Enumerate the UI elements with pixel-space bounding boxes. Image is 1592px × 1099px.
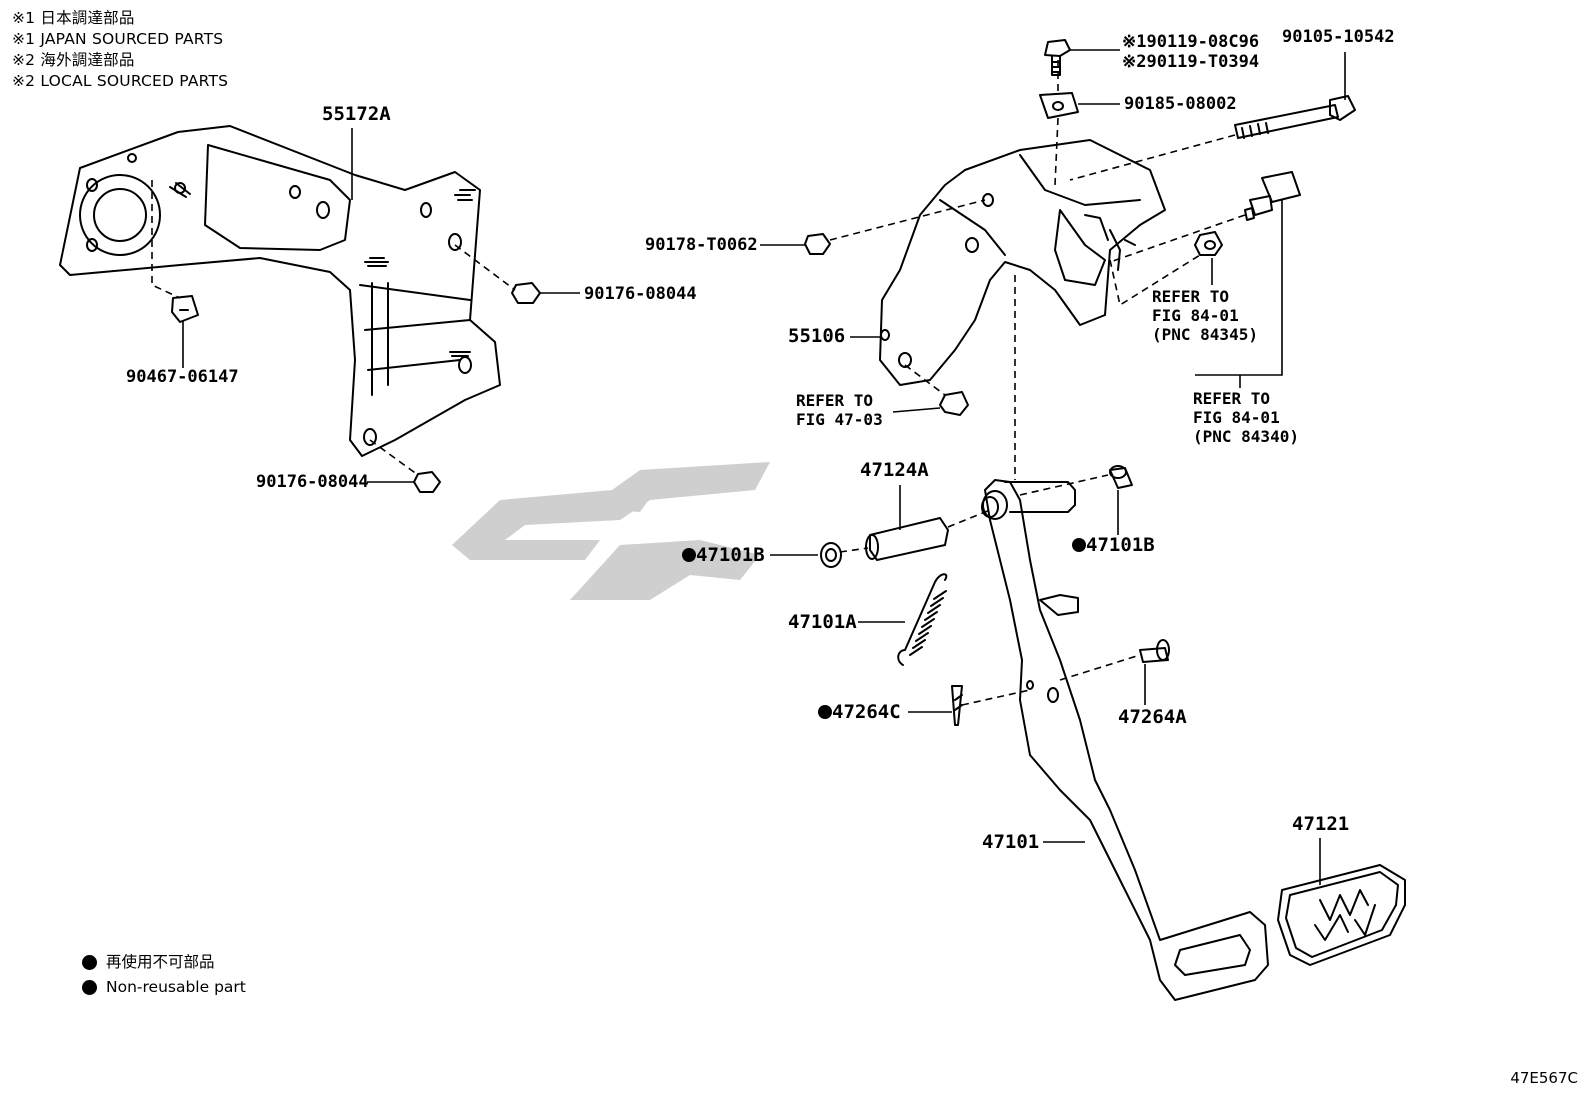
clip-47264C (951, 685, 963, 726)
refer-fig-47-03-line1[interactable]: REFER TO (796, 391, 874, 410)
nut-90467-06147 (171, 295, 199, 323)
pedal-pad-47121 (1277, 864, 1406, 966)
pin-47264A (1139, 639, 1170, 663)
bullet-icon (82, 955, 97, 970)
refer-84345-line2[interactable]: FIG 84-01 (1152, 306, 1239, 325)
refer-84340-line1[interactable]: REFER TO (1193, 389, 1271, 408)
bushing-47101B-left (820, 542, 842, 568)
bracket-55172A (59, 125, 501, 457)
label-47264A[interactable]: 47264A (1118, 706, 1187, 728)
label-55106[interactable]: 55106 (788, 325, 846, 347)
refer-84340-line3[interactable]: (PNC 84340) (1193, 427, 1299, 446)
sourcing-legend: ※1 日本調達部品 ※1 JAPAN SOURCED PARTS ※2 海外調達… (12, 8, 228, 92)
legend-line-2: ※1 JAPAN SOURCED PARTS (12, 30, 224, 48)
legend-line-4: ※2 LOCAL SOURCED PARTS (12, 72, 229, 90)
label-90178-T0062[interactable]: 90178-T0062 (645, 235, 758, 255)
label-90119-T0394[interactable]: ※290119-T0394 (1122, 52, 1260, 72)
label-47101B-left[interactable]: 47101B (682, 545, 765, 566)
label-90176-08044-lower[interactable]: 90176-08044 (256, 472, 369, 492)
label-90185-08002[interactable]: 90185-08002 (1124, 94, 1237, 114)
pedal-arm-47101 (981, 479, 1269, 1001)
refer-84345-line1[interactable]: REFER TO (1152, 287, 1230, 306)
label-47101B-right-text: 47101B (1086, 534, 1155, 556)
label-90119-08C96[interactable]: ※190119-08C96 (1122, 32, 1260, 52)
label-47101[interactable]: 47101 (982, 831, 1040, 853)
label-90467-06147[interactable]: 90467-06147 (126, 367, 239, 387)
nut-refer-fig-47-03 (939, 391, 969, 416)
non-reusable-dot-icon (682, 548, 696, 562)
label-47264C[interactable]: 47264C (818, 702, 901, 723)
clip-84345 (1194, 231, 1223, 256)
bracket-55106 (879, 139, 1166, 386)
legend-line-3: ※2 海外調達部品 (12, 51, 135, 69)
nut-90185-08002 (1039, 92, 1079, 119)
figure-code: 47E567C (1510, 1069, 1578, 1087)
bolt-90105-10542 (1234, 95, 1356, 139)
label-47101A[interactable]: 47101A (788, 611, 857, 633)
bushing-47101B-right (1109, 465, 1133, 489)
non-reusable-legend: 再使用不可部品 Non-reusable part (82, 950, 246, 1000)
leader-lines (182, 49, 1346, 885)
nut-90176-08044-lower (413, 471, 441, 493)
pin-47124A (865, 517, 949, 561)
dashed-guides (151, 60, 1246, 706)
label-90176-08044-upper[interactable]: 90176-08044 (584, 284, 697, 304)
refer-84340-line2[interactable]: FIG 84-01 (1193, 408, 1280, 427)
refer-84345-line3[interactable]: (PNC 84345) (1152, 325, 1258, 344)
non-reusable-dot-icon (1072, 538, 1086, 552)
legend-line-1: ※1 日本調達部品 (12, 9, 135, 27)
nut-90176-08044-upper (511, 282, 541, 304)
label-90105-10542[interactable]: 90105-10542 (1282, 27, 1395, 47)
non-reusable-ja: 再使用不可部品 (106, 953, 215, 971)
bolt-90119 (1044, 39, 1071, 76)
label-47121[interactable]: 47121 (1292, 813, 1350, 835)
switch-84340 (1244, 171, 1301, 221)
label-47124A[interactable]: 47124A (860, 459, 929, 481)
spring-47101A (897, 573, 948, 666)
label-55172A[interactable]: 55172A (322, 103, 391, 125)
label-47101B-left-text: 47101B (696, 544, 765, 566)
watermark-logo (452, 462, 770, 600)
non-reusable-dot-icon (818, 705, 832, 719)
non-reusable-en: Non-reusable part (106, 978, 246, 996)
refer-fig-47-03-line2[interactable]: FIG 47-03 (796, 410, 883, 429)
nut-90178-T0062 (804, 233, 831, 255)
bullet-icon (82, 980, 97, 995)
label-47264C-text: 47264C (832, 701, 901, 723)
label-47101B-right[interactable]: 47101B (1072, 535, 1155, 556)
